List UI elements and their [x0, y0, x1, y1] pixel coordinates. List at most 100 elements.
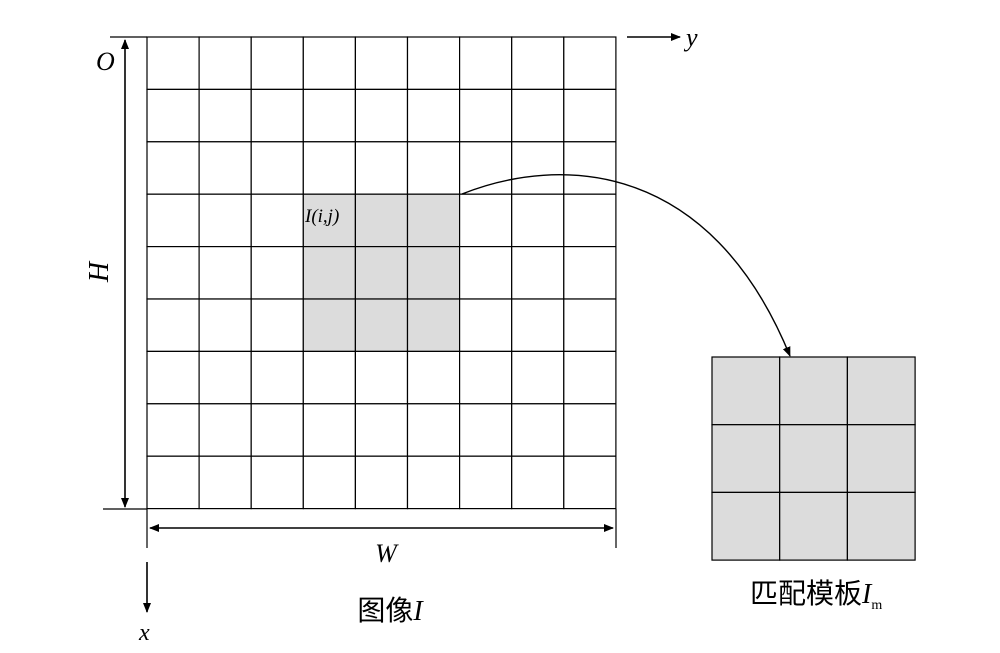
image-grid-cell	[354, 36, 409, 91]
image-grid-cell	[406, 403, 461, 457]
image-grid-cell	[302, 246, 356, 300]
image-grid-cell	[459, 403, 513, 457]
template-caption: 匹配模板Im	[750, 577, 882, 613]
image-grid-cell	[459, 193, 513, 248]
image-grid-cell	[198, 246, 252, 300]
image-grid-cell	[250, 246, 304, 300]
template-grid	[711, 356, 916, 561]
template-grid-cell	[846, 491, 916, 561]
image-grid-cell	[406, 193, 461, 248]
template-grid-cell	[846, 424, 916, 494]
image-grid-cell	[250, 455, 304, 510]
image-grid-cell	[302, 403, 356, 457]
template-caption-subscript: m	[871, 598, 882, 613]
image-grid-cell	[198, 403, 252, 457]
image-grid-cell	[406, 246, 461, 300]
image-grid-cell	[146, 350, 200, 405]
image-grid-cell	[198, 141, 252, 195]
image-grid-cell	[250, 141, 304, 195]
image-grid-cell	[198, 298, 252, 353]
template-grid-cell	[711, 491, 781, 561]
image-grid-cell	[459, 298, 513, 353]
image-grid-cell	[563, 246, 617, 300]
image-caption: 图像I	[357, 594, 424, 627]
image-grid-cell	[459, 455, 513, 510]
image-grid-cell	[250, 193, 304, 248]
image-grid-cell	[406, 298, 461, 353]
image-grid-cell	[406, 36, 461, 91]
image-grid	[146, 36, 617, 510]
template-caption-text: 匹配模板	[750, 577, 862, 610]
image-caption-symbol: I	[412, 596, 424, 627]
image-grid-cell	[250, 403, 304, 457]
image-grid-cell	[511, 455, 565, 510]
image-grid-cell	[563, 403, 617, 457]
origin-label: O	[96, 47, 115, 76]
image-grid-cell	[146, 298, 200, 353]
image-grid-cell	[354, 141, 409, 195]
template-grid-cell	[779, 356, 849, 426]
image-grid-cell	[302, 350, 356, 405]
image-grid-cell	[563, 141, 617, 195]
image-grid-cell	[302, 298, 356, 353]
image-grid-cell	[302, 141, 356, 195]
image-grid-cell	[354, 455, 409, 510]
image-grid-cell	[563, 88, 617, 143]
image-grid-cell	[198, 88, 252, 143]
image-grid-cell	[198, 36, 252, 91]
image-grid-cell	[406, 141, 461, 195]
image-grid-cell	[563, 36, 617, 91]
image-grid-cell	[146, 246, 200, 300]
image-grid-cell	[459, 350, 513, 405]
image-grid-cell	[459, 88, 513, 143]
image-grid-cell	[354, 246, 409, 300]
image-grid-cell	[250, 350, 304, 405]
image-grid-cell	[511, 88, 565, 143]
image-grid-cell	[146, 193, 200, 248]
image-grid-cell	[406, 88, 461, 143]
image-grid-cell	[511, 36, 565, 91]
image-grid-cell	[302, 88, 356, 143]
template-grid-cell	[711, 356, 781, 426]
template-grid-cell	[779, 424, 849, 494]
image-grid-cell	[146, 88, 200, 143]
pixel-label: I(i,j)	[304, 206, 339, 227]
height-label: H	[84, 260, 115, 283]
image-grid-cell	[250, 88, 304, 143]
image-grid-cell	[302, 36, 356, 91]
template-grid-cell	[846, 356, 916, 426]
image-grid-cell	[354, 350, 409, 405]
image-grid-cell	[354, 88, 409, 143]
image-grid-cell	[563, 193, 617, 248]
image-grid-cell	[302, 193, 356, 248]
image-grid-cell	[146, 141, 200, 195]
mapping-curve-arrow	[461, 174, 791, 357]
image-grid-cell	[302, 455, 356, 510]
image-grid-cell	[406, 350, 461, 405]
image-grid-cell	[511, 350, 565, 405]
image-grid-cell	[511, 403, 565, 457]
image-grid-cell	[511, 246, 565, 300]
image-grid-cell	[198, 455, 252, 510]
image-grid-cell	[354, 298, 409, 353]
image-grid-cell	[250, 36, 304, 91]
image-grid-cell	[146, 455, 200, 510]
image-grid-cell	[459, 246, 513, 300]
image-grid-cell	[511, 298, 565, 353]
image-grid-cell	[459, 36, 513, 91]
image-caption-text: 图像	[357, 594, 413, 627]
image-grid-cell	[354, 193, 409, 248]
image-grid-cell	[511, 193, 565, 248]
image-grid-cell	[406, 455, 461, 510]
x-axis-label: x	[138, 620, 150, 646]
image-grid-cell	[198, 193, 252, 248]
image-grid-cell	[511, 141, 565, 195]
template-grid-cell	[711, 424, 781, 494]
y-axis-label: y	[683, 23, 698, 52]
image-grid-cell	[146, 36, 200, 91]
template-grid-cell	[779, 491, 849, 561]
image-grid-cell	[146, 403, 200, 457]
image-grid-cell	[198, 350, 252, 405]
image-grid-cell	[354, 403, 409, 457]
